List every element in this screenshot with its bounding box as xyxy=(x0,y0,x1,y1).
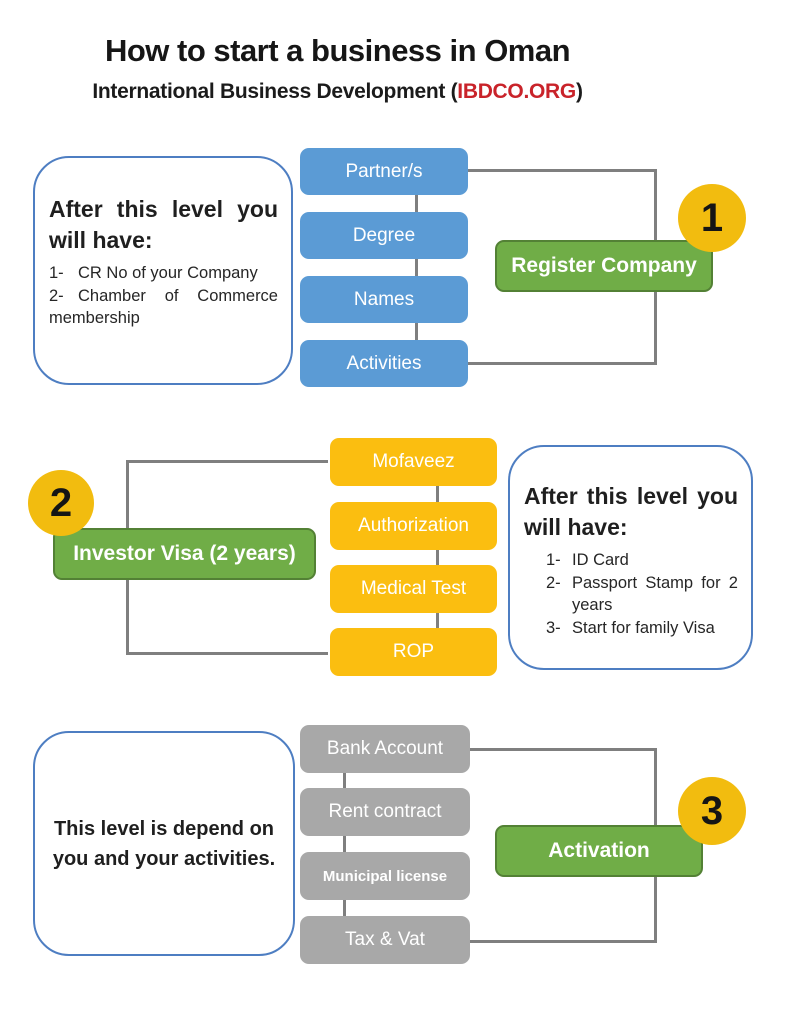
header: How to start a business in Oman Internat… xyxy=(0,0,675,104)
note-item-text: CR No of your Company xyxy=(78,264,258,282)
note-item-marker: 2- xyxy=(546,573,561,592)
note-item: 3- Start for family Visa xyxy=(546,617,738,640)
note-box-level-3: This level is depend on you and your act… xyxy=(33,731,295,956)
step-box: Partner/s xyxy=(300,148,468,195)
page-subtitle: International Business Development (IBDC… xyxy=(0,80,675,104)
note-item-marker: 1- xyxy=(546,551,561,569)
note-item-text: ID Card xyxy=(572,551,629,569)
connector-dash xyxy=(415,259,418,276)
connector-dash xyxy=(343,836,346,852)
step-box: Names xyxy=(300,276,468,323)
note-item-marker: 2- xyxy=(49,286,64,305)
note-item-text: Passport Stamp for 2 years xyxy=(572,573,738,615)
action-box: Activation xyxy=(495,825,703,877)
note-heading: After this level you will have: xyxy=(49,196,278,253)
subtitle-prefix: International Business Development ( xyxy=(92,80,458,103)
level-badge: 3 xyxy=(678,777,746,845)
note-item: 2- Passport Stamp for 2 years xyxy=(546,572,738,617)
note-item-marker: 3- xyxy=(546,618,561,637)
level-badge: 1 xyxy=(678,184,746,252)
step-box: ROP xyxy=(330,628,497,676)
note-text: This level is depend on you and your act… xyxy=(52,817,276,870)
note-item: 1- ID Card xyxy=(546,549,738,572)
action-box: Investor Visa (2 years) xyxy=(53,528,316,580)
note-item-text: Chamber of Commerce membership xyxy=(49,286,278,328)
connector-dash xyxy=(415,323,418,340)
subtitle-suffix: ) xyxy=(575,80,583,103)
step-box: Rent contract xyxy=(300,788,470,836)
note-item-marker: 1- xyxy=(49,264,64,282)
note-item: 1- CR No of your Company xyxy=(49,262,278,285)
connector-dash xyxy=(415,195,418,212)
note-list: 1- ID Card 2- Passport Stamp for 2 years 3… xyxy=(524,549,738,639)
page-title: How to start a business in Oman xyxy=(104,33,571,68)
note-box-level-2: After this level you will have: 1- ID Car… xyxy=(508,445,753,670)
step-box: Tax & Vat xyxy=(300,916,470,964)
step-box: Degree xyxy=(300,212,468,259)
note-heading: After this level you will have: xyxy=(524,483,738,540)
step-box: Medical Test xyxy=(330,565,497,613)
level-badge: 2 xyxy=(28,470,94,536)
connector-dash xyxy=(436,486,439,502)
note-box-level-1: After this level you will have: 1- CR No … xyxy=(33,156,293,385)
step-box: Bank Account xyxy=(300,725,470,773)
connector-dash xyxy=(343,900,346,916)
connector-dash xyxy=(436,550,439,565)
note-item: 2-Chamber of Commerce membership xyxy=(49,285,278,330)
step-box: Mofaveez xyxy=(330,438,497,486)
step-box: Activities xyxy=(300,340,468,387)
action-box: Register Company xyxy=(495,240,713,292)
step-box: Municipal license xyxy=(300,852,470,900)
note-list: 1- CR No of your Company 2-Chamber of Com… xyxy=(49,262,278,330)
connector-dash xyxy=(436,613,439,628)
note-item-text: Start for family Visa xyxy=(572,618,715,637)
connector-dash xyxy=(343,773,346,788)
subtitle-brand: IBDCO.ORG xyxy=(457,80,576,103)
step-box: Authorization xyxy=(330,502,497,550)
